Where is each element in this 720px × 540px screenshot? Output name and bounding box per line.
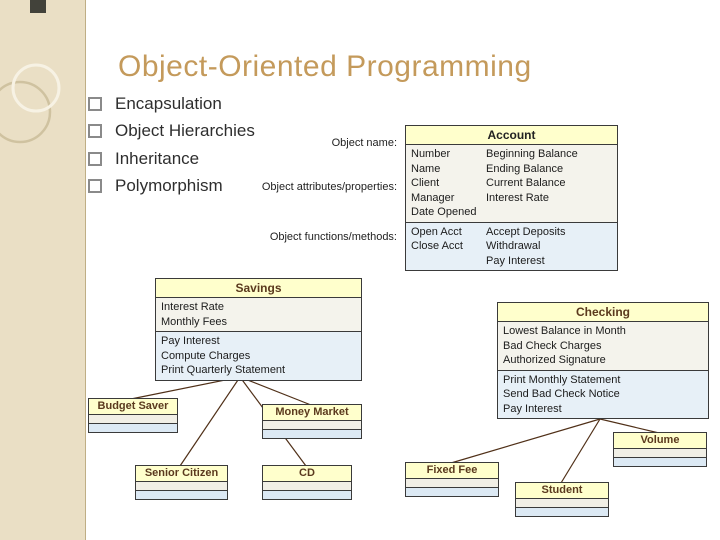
class-box-checking: Checking Lowest Balance in Month Bad Che… <box>497 302 709 419</box>
method: Close Acct <box>411 240 463 252</box>
decorative-square <box>30 0 46 13</box>
object-name-label: Object name: <box>331 137 397 149</box>
bullet-checkbox-icon <box>88 97 102 111</box>
class-box-volume: Volume <box>613 432 707 467</box>
connector-line <box>560 418 601 484</box>
account-methods-col2: Accept Deposits Withdrawal Pay Interest <box>486 225 612 269</box>
bullet-item: Inheritance <box>88 147 199 171</box>
object-attributes-label: Object attributes/properties: <box>261 181 397 193</box>
connector-line <box>450 418 601 464</box>
method: Accept Deposits <box>486 225 566 238</box>
empty-attributes-row <box>406 479 498 488</box>
class-box-budget-saver: Budget Saver <box>88 398 178 433</box>
empty-methods-row <box>406 488 498 496</box>
bullet-label: Object Hierarchies <box>115 121 255 140</box>
attribute: Name <box>411 162 441 175</box>
class-box-title: CD <box>263 466 351 482</box>
class-box-fixed-fee: Fixed Fee <box>405 462 499 497</box>
checking-methods-section: Print Monthly Statement Send Bad Check N… <box>498 370 708 418</box>
empty-attributes-row <box>263 482 351 491</box>
bullet-label: Inheritance <box>115 149 200 168</box>
empty-attributes-row <box>89 415 177 424</box>
method: Print Quarterly Statement <box>161 364 286 376</box>
class-box-account: Account Number Name Client Manager Date … <box>405 125 618 271</box>
class-box-title: Fixed Fee <box>406 463 498 479</box>
attribute: Monthly Fees <box>161 315 228 328</box>
method: Withdrawal <box>486 240 541 252</box>
connector-line <box>239 376 312 406</box>
bullet-item: Object Hierarchies <box>88 119 255 143</box>
bullet-checkbox-icon <box>88 124 102 138</box>
class-box-title: Volume <box>614 433 706 449</box>
bullet-checkbox-icon <box>88 152 102 166</box>
empty-attributes-row <box>263 421 361 430</box>
attribute: Date Opened <box>411 206 477 218</box>
attribute: Interest Rate <box>161 301 224 313</box>
connector-line <box>599 418 660 434</box>
class-box-cd: CD <box>262 465 352 500</box>
attribute: Lowest Balance in Month <box>503 325 626 337</box>
class-box-title: Checking <box>498 303 708 322</box>
class-box-savings: Savings Interest Rate Monthly Fees Pay I… <box>155 278 362 381</box>
empty-methods-row <box>263 491 351 499</box>
bullet-checkbox-icon <box>88 179 102 193</box>
empty-attributes-row <box>614 449 706 458</box>
class-box-student: Student <box>515 482 609 517</box>
class-box-title: Savings <box>156 279 361 298</box>
empty-methods-row <box>136 491 227 499</box>
method: Print Monthly Statement <box>503 373 621 386</box>
savings-attributes-section: Interest Rate Monthly Fees <box>156 298 361 332</box>
bullet-item: Polymorphism <box>88 174 223 198</box>
account-attributes-col1: Number Name Client Manager Date Opened <box>411 147 486 220</box>
method: Open Acct <box>411 225 462 238</box>
checking-attributes-section: Lowest Balance in Month Bad Check Charge… <box>498 322 708 371</box>
attribute: Current Balance <box>486 177 566 189</box>
class-box-title: Account <box>406 126 617 145</box>
account-attributes-col2: Beginning Balance Ending Balance Current… <box>486 147 612 220</box>
attribute: Client <box>411 177 440 189</box>
attribute: Bad Check Charges <box>503 339 602 352</box>
bullet-label: Encapsulation <box>115 94 222 113</box>
empty-methods-row <box>516 508 608 516</box>
class-box-title: Budget Saver <box>89 399 177 415</box>
class-box-senior-citizen: Senior Citizen <box>135 465 228 500</box>
attribute: Ending Balance <box>486 162 564 175</box>
class-box-title: Student <box>516 483 608 499</box>
empty-methods-row <box>89 424 177 432</box>
method: Pay Interest <box>503 402 562 415</box>
account-methods-section: Open Acct Close Acct Accept Deposits Wit… <box>406 222 617 270</box>
attribute: Number <box>411 148 451 160</box>
object-functions-label: Object functions/methods: <box>269 231 397 243</box>
attribute: Manager <box>411 191 455 204</box>
method: Pay Interest <box>486 254 545 267</box>
decorative-circles-icon <box>0 63 61 144</box>
decorative-sidebar <box>0 0 86 540</box>
savings-methods-section: Pay Interest Compute Charges Print Quart… <box>156 332 361 380</box>
class-box-title: Money Market <box>263 405 361 421</box>
method: Send Bad Check Notice <box>503 388 620 400</box>
connector-line <box>179 376 241 467</box>
empty-methods-row <box>263 430 361 438</box>
class-box-money-market: Money Market <box>262 404 362 439</box>
bullet-item: Encapsulation <box>88 92 222 116</box>
method: Compute Charges <box>161 349 251 362</box>
method: Pay Interest <box>161 335 220 347</box>
empty-methods-row <box>614 458 706 466</box>
attribute: Beginning Balance <box>486 148 578 160</box>
page-title: Object-Oriented Programming <box>118 50 532 83</box>
empty-attributes-row <box>136 482 227 491</box>
class-box-title: Senior Citizen <box>136 466 227 482</box>
bullet-label: Polymorphism <box>115 176 223 195</box>
account-methods-col1: Open Acct Close Acct <box>411 225 486 269</box>
empty-attributes-row <box>516 499 608 508</box>
account-attributes-section: Number Name Client Manager Date Opened B… <box>406 145 617 223</box>
attribute: Authorized Signature <box>503 354 606 366</box>
attribute: Interest Rate <box>486 191 549 204</box>
